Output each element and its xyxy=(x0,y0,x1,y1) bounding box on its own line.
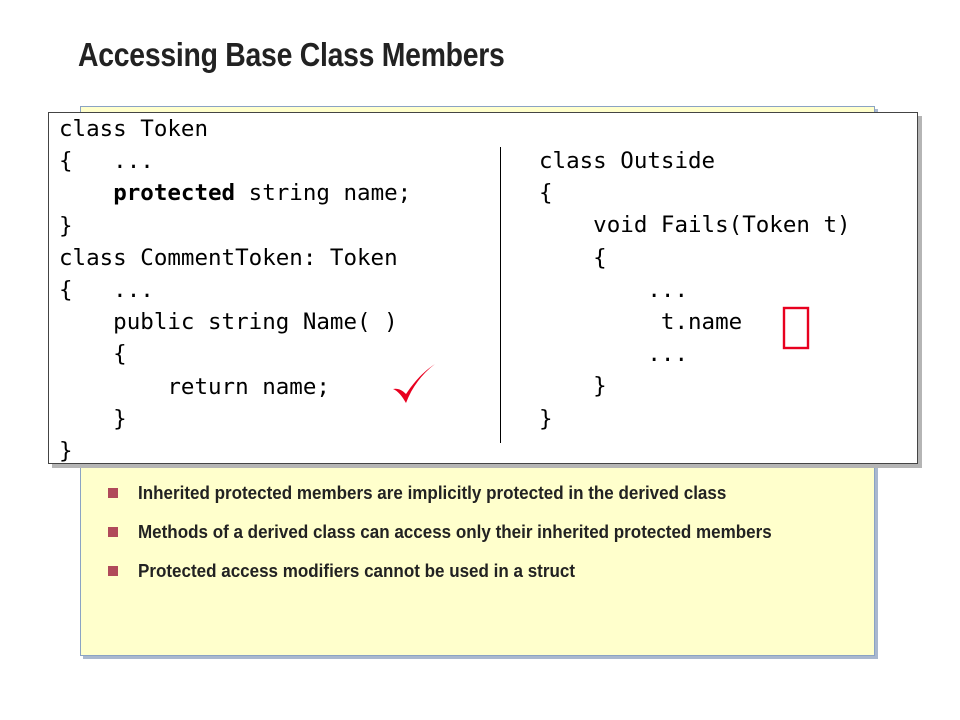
code-example-box: class Token { ... protected string name;… xyxy=(48,112,918,464)
code-left-block: class Token { ... protected string name;… xyxy=(59,116,412,465)
code-right-block: class Outside { void Fails(Token t) { ..… xyxy=(539,148,851,432)
bullet-text: Methods of a derived class can access on… xyxy=(138,521,772,542)
bullet-item: Methods of a derived class can access on… xyxy=(106,521,846,543)
slide-title: Accessing Base Class Members xyxy=(78,36,505,73)
bullet-square-icon xyxy=(108,527,118,537)
bullet-text: Inherited protected members are implicit… xyxy=(138,482,727,503)
cross-mark-icon xyxy=(782,306,810,350)
bullet-list: Inherited protected members are implicit… xyxy=(106,482,846,599)
bullet-square-icon xyxy=(108,566,118,576)
code-divider xyxy=(500,147,501,443)
check-mark-icon xyxy=(393,364,435,403)
bullet-square-icon xyxy=(108,488,118,498)
bullet-item: Inherited protected members are implicit… xyxy=(106,482,846,504)
bullet-item: Protected access modifiers cannot be use… xyxy=(106,560,846,582)
bullet-text: Protected access modifiers cannot be use… xyxy=(138,560,575,581)
